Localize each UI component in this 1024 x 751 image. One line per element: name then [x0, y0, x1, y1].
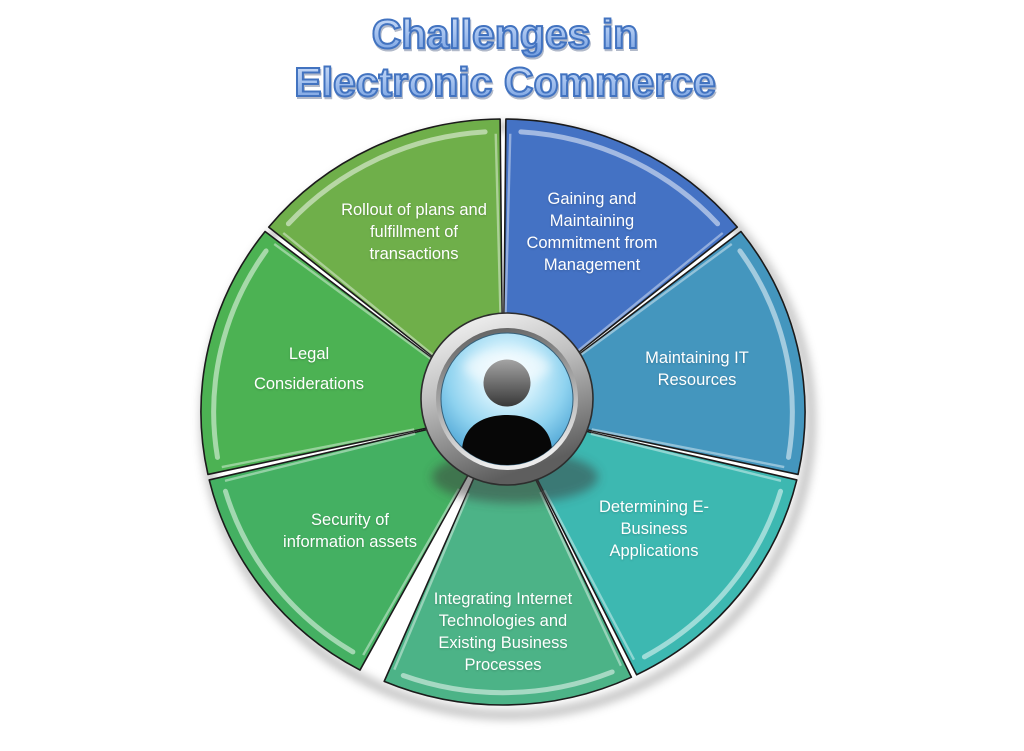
- wedge-edge-highlight: [362, 488, 460, 656]
- center-button: [420, 312, 598, 503]
- wedge-edge-highlight: [504, 133, 512, 325]
- wedge-edge-highlight: [393, 492, 470, 671]
- wedge-edge-highlight: [224, 432, 416, 482]
- wedge-edge-highlight: [273, 243, 432, 360]
- wedge-rim-highlight: [737, 248, 795, 460]
- wedge-rim-highlight: [641, 488, 784, 660]
- wedge-edge-highlight: [221, 428, 415, 469]
- wedge-integrating-internet: [383, 411, 633, 706]
- wedge-edge-highlight: [574, 243, 733, 360]
- diagram-title: Challenges in Electronic Commerce: [293, 10, 717, 106]
- wedge-edge-highlight: [571, 232, 724, 357]
- wedge-rollout-plans: [267, 118, 504, 413]
- wedge-edge-highlight: [282, 232, 435, 357]
- wedge-edge-highlight: [591, 428, 785, 469]
- wedge-rim-highlight: [400, 669, 615, 696]
- wedge-edge-highlight: [590, 432, 782, 482]
- wedge-edge-highlight: [494, 133, 502, 325]
- wedge-rim-highlight: [222, 488, 356, 655]
- wedge-edge-highlight: [543, 489, 636, 661]
- wedge-security-information: [208, 411, 504, 671]
- person-silhouette-icon: [462, 359, 552, 465]
- title-line-2: Electronic Commerce: [293, 58, 717, 106]
- wedge-rim-highlight: [518, 129, 721, 227]
- wedge-rim-highlight: [285, 129, 488, 227]
- wedge-rim-highlight: [211, 248, 269, 460]
- wedge-edge-highlight: [539, 491, 622, 667]
- title-line-1: Challenges in: [294, 10, 716, 58]
